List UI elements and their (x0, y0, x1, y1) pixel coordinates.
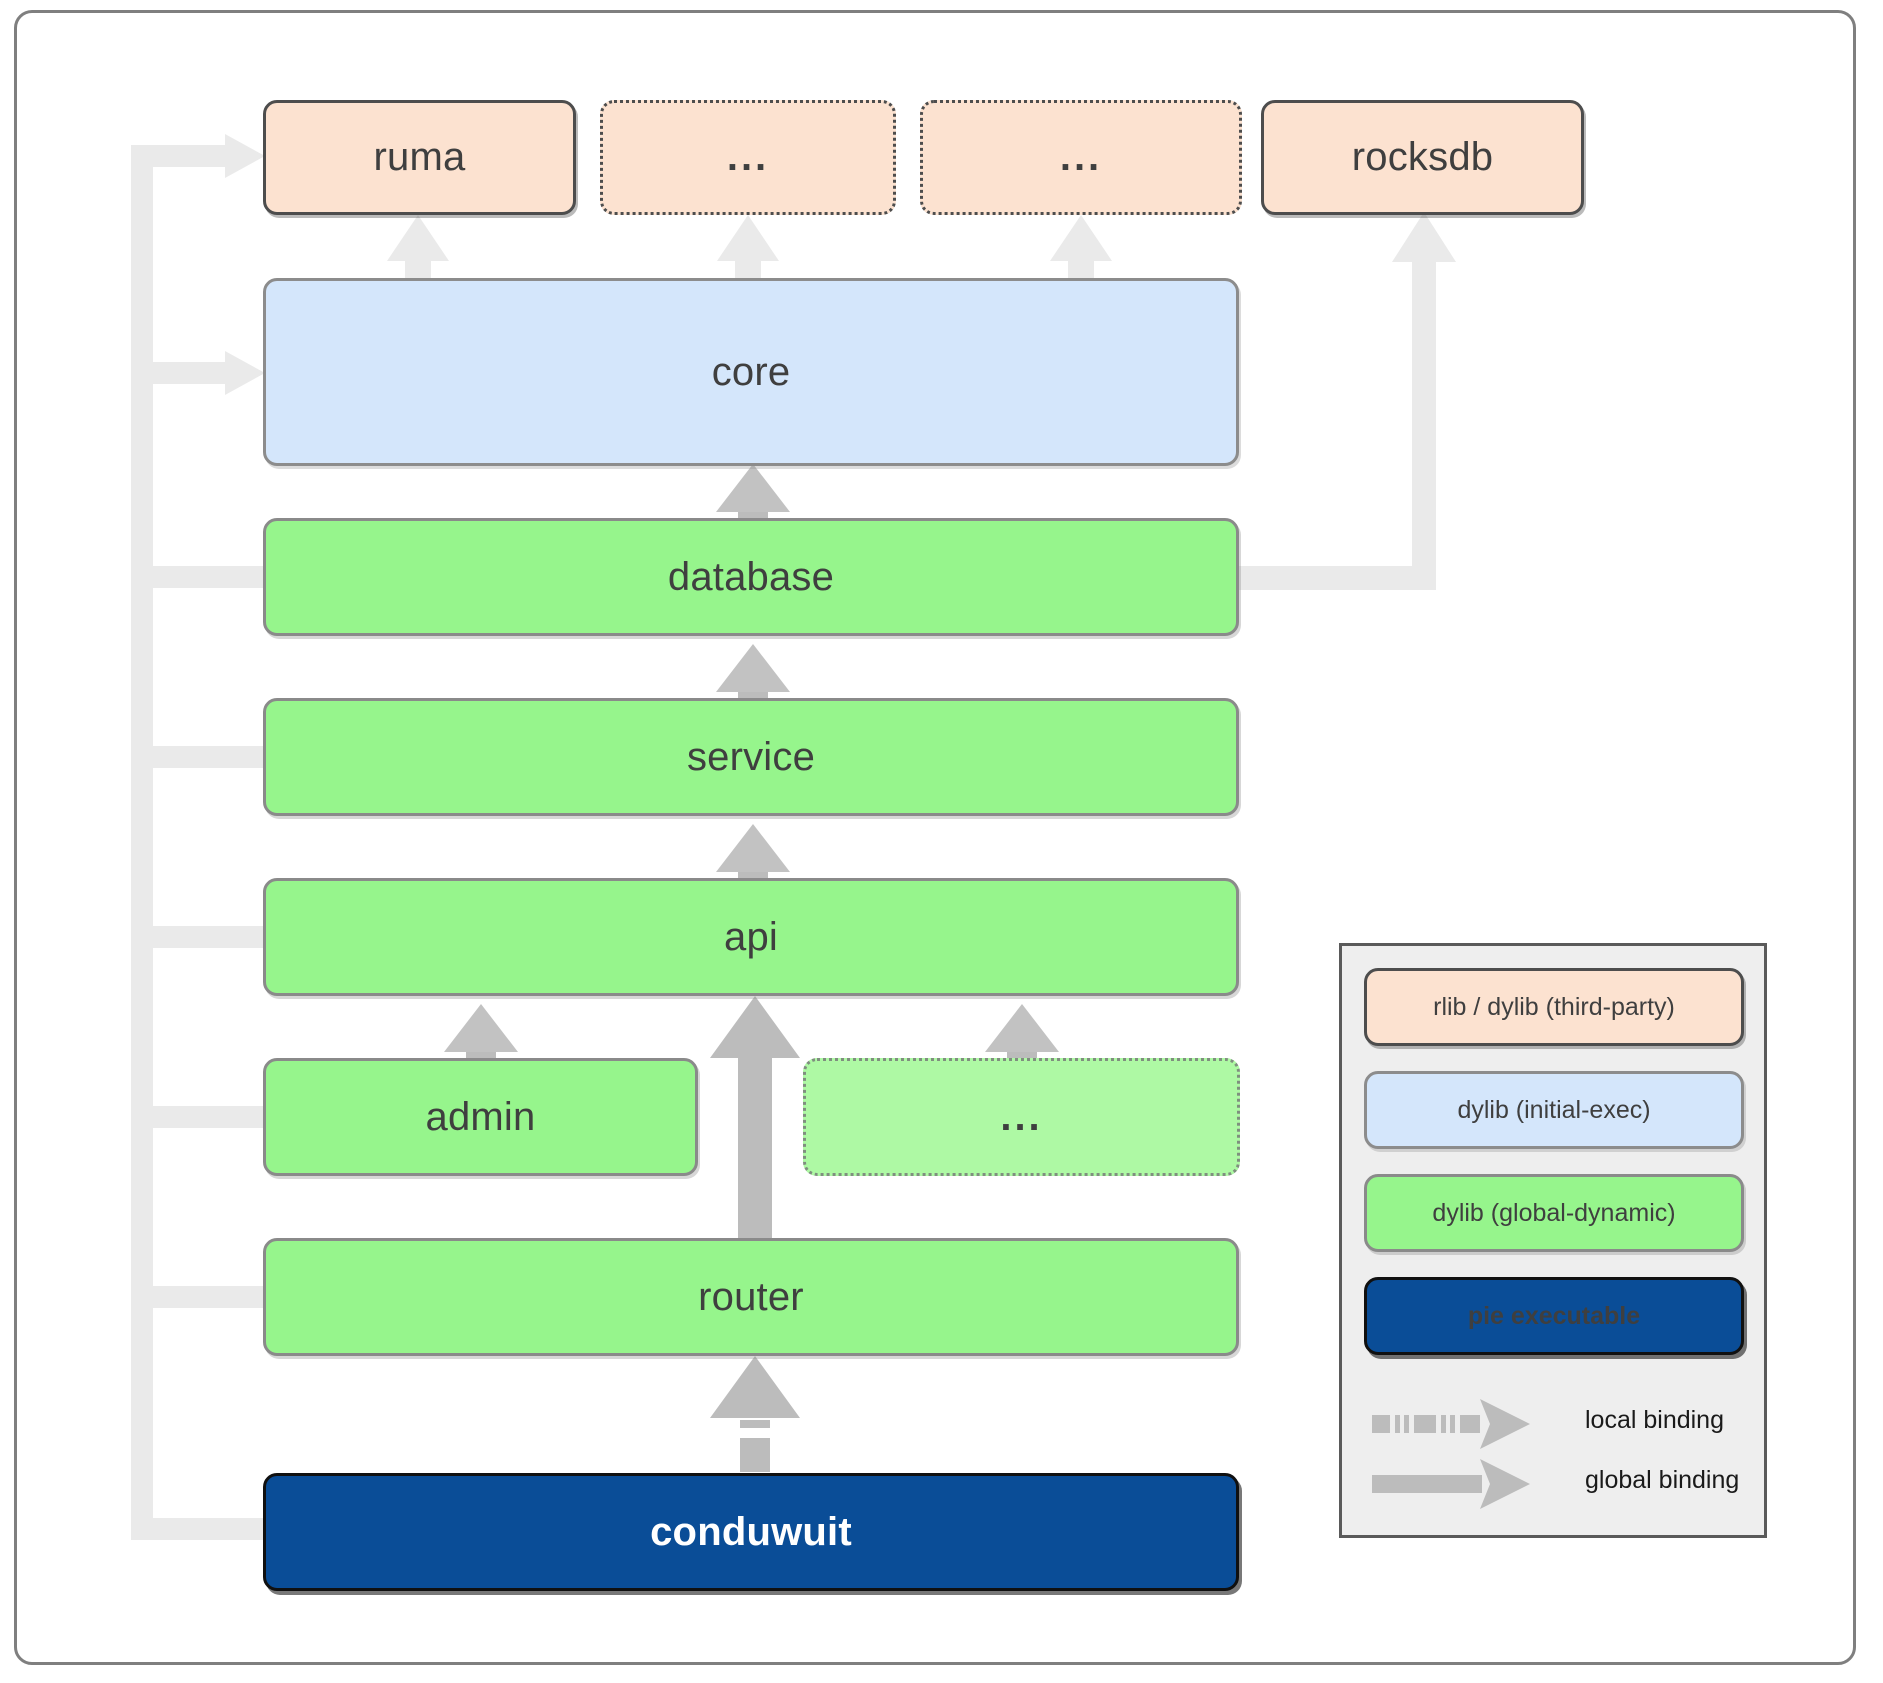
node-ruma-label: ruma (373, 135, 466, 179)
edge-core-to-third-party-group (387, 215, 1112, 282)
left-trunk-spine (131, 145, 153, 1540)
edge-api-service (716, 824, 790, 878)
legend-chip-third-party-label: rlib / dylib (third-party) (1433, 992, 1675, 1021)
legend-chip-global-dynamic-label: dylib (global-dynamic) (1432, 1198, 1676, 1227)
node-core-label: core (711, 349, 791, 394)
edge-conduwuit-database-stem (153, 566, 266, 588)
node-conduwuit-label: conduwuit (650, 1509, 852, 1554)
node-admin[interactable]: admin (263, 1058, 698, 1176)
global-binding-arrow-icon (1372, 1459, 1530, 1509)
node-api[interactable]: api (263, 878, 1239, 996)
legend-chip-initial-exec-label: dylib (initial-exec) (1457, 1095, 1651, 1124)
legend-local-binding-label: local binding (1585, 1406, 1724, 1434)
node-ruma[interactable]: ruma (263, 100, 576, 215)
node-service-label: service (686, 734, 816, 779)
legend-chip-global-dynamic[interactable]: dylib (global-dynamic) (1364, 1174, 1744, 1252)
node-admin-label: admin (425, 1094, 536, 1139)
node-service[interactable]: service (263, 698, 1239, 816)
node-rocksdb[interactable]: rocksdb (1261, 100, 1584, 215)
node-router[interactable]: router (263, 1238, 1239, 1356)
edge-conduwuit-api-stem (153, 926, 266, 948)
node-database[interactable]: database (263, 518, 1239, 636)
node-dots-mid[interactable]: ... (803, 1058, 1240, 1176)
node-api-label: api (724, 914, 778, 959)
edge-conduwuit-core-arrowhead (225, 351, 265, 395)
edge-admin-api (444, 1004, 518, 1058)
node-router-label: router (698, 1274, 804, 1319)
node-dots-top-2-label: ... (1059, 135, 1103, 179)
edge-dots-mid-api (985, 1004, 1059, 1058)
node-database-label: database (667, 554, 835, 599)
edge-core-dots-top2 (1050, 215, 1112, 282)
node-core[interactable]: core (263, 278, 1239, 466)
edge-conduwuit-admin-stem (153, 1106, 266, 1128)
node-dots-top-2[interactable]: ... (920, 100, 1242, 215)
edge-router-api (710, 996, 800, 1238)
legend-global-binding-label: global binding (1585, 1466, 1740, 1494)
node-conduwuit[interactable]: conduwuit (263, 1473, 1239, 1591)
edge-database-core (716, 464, 790, 518)
node-dots-top-1[interactable]: ... (600, 100, 896, 215)
edge-conduwuit-service-stem (153, 746, 266, 768)
edge-conduwuit-core-stem (153, 362, 225, 384)
edge-service-database (716, 644, 790, 698)
legend-row-local-binding: local binding (1360, 1394, 1752, 1454)
local-binding-arrow-icon (1372, 1399, 1530, 1449)
legend-chip-initial-exec[interactable]: dylib (initial-exec) (1364, 1071, 1744, 1149)
edge-left-trunk-group (131, 134, 266, 1540)
legend-chip-third-party[interactable]: rlib / dylib (third-party) (1364, 968, 1744, 1046)
edge-conduwuit-ruma-arrowhead (225, 134, 265, 178)
left-trunk-foot (131, 1518, 266, 1540)
node-rocksdb-label: rocksdb (1351, 135, 1494, 179)
node-dots-top-1-label: ... (726, 135, 770, 179)
edge-core-dots-top1 (717, 215, 779, 282)
edge-vertical-global-group (444, 464, 1059, 1238)
legend-chip-pie-executable-label: pie executable (1467, 1301, 1641, 1330)
legend-chip-pie-executable[interactable]: pie executable (1364, 1277, 1744, 1355)
legend-row-global-binding: global binding (1360, 1454, 1752, 1514)
legend-panel: rlib / dylib (third-party) dylib (initia… (1339, 943, 1767, 1538)
edge-database-rocksdb (1239, 212, 1456, 590)
node-dots-mid-label: ... (1000, 1094, 1043, 1139)
edge-conduwuit-router-stem (153, 1286, 266, 1308)
edge-conduwuit-ruma-stem (153, 145, 225, 167)
edge-core-ruma (387, 215, 449, 282)
edge-conduwuit-router-local (710, 1356, 800, 1472)
